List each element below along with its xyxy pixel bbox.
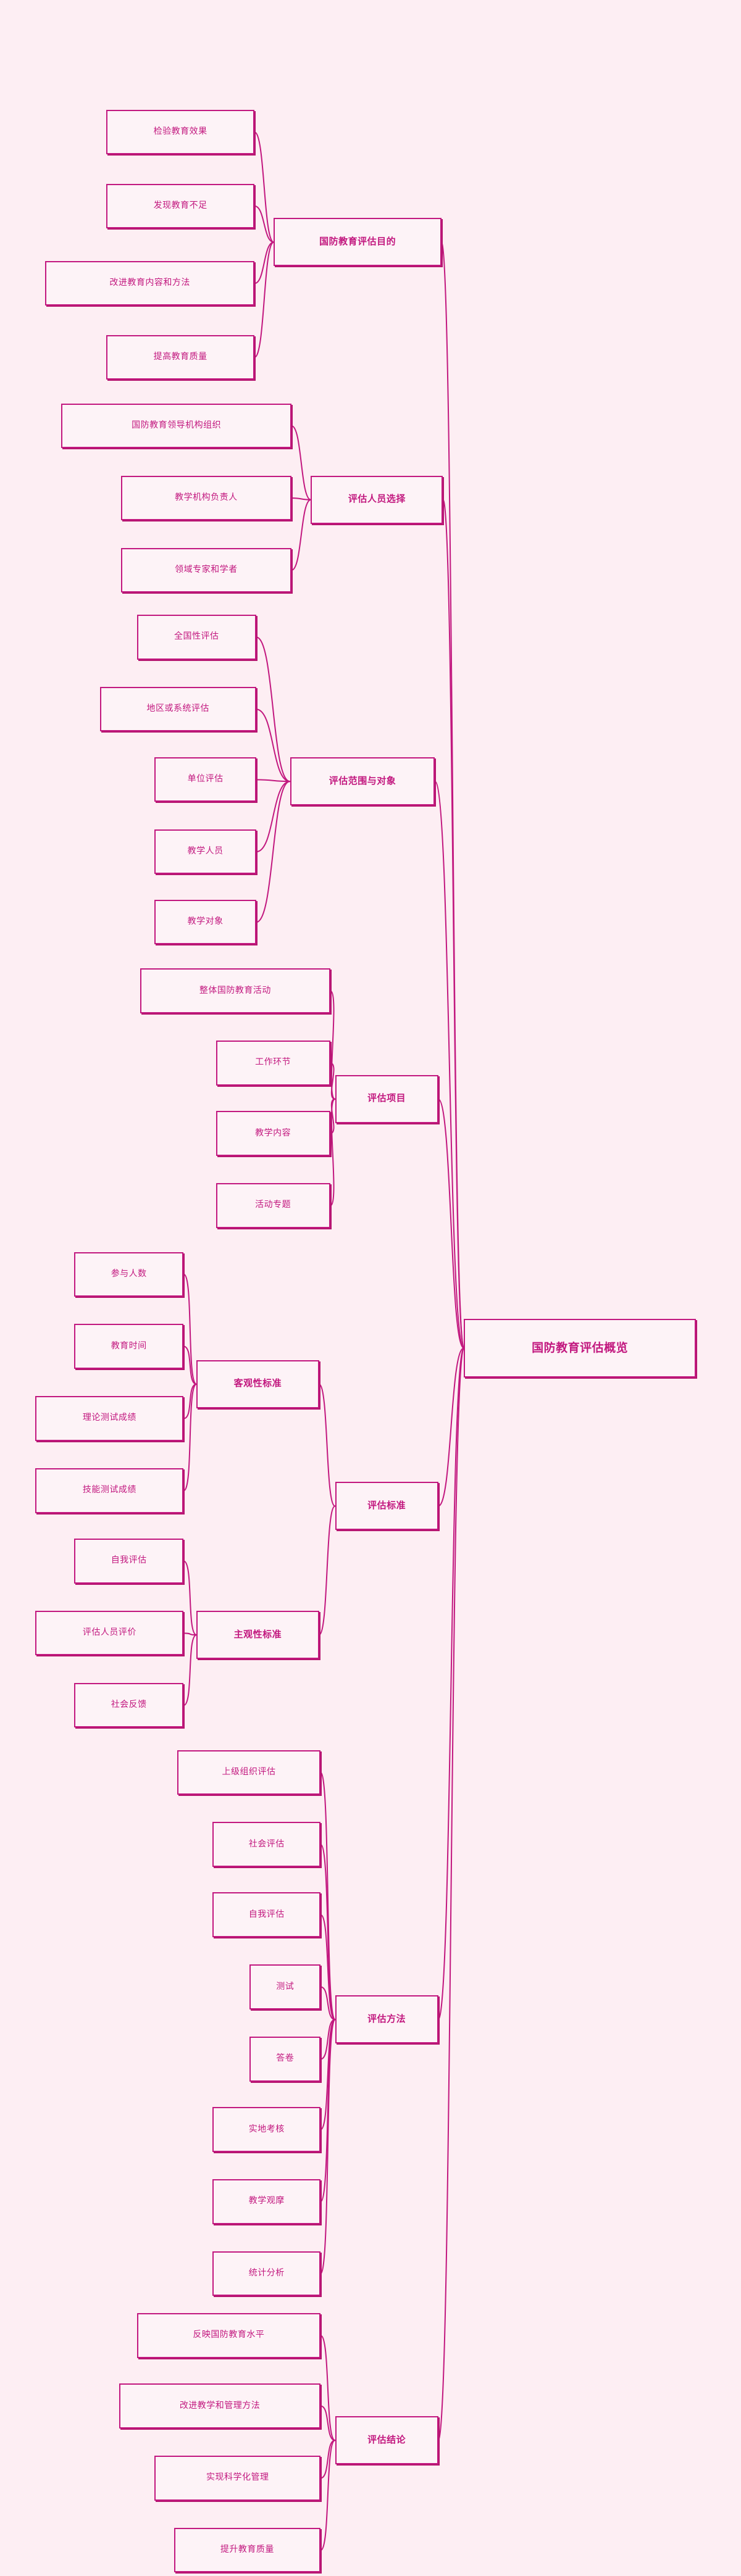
branch-node-6[interactable]: 评估方法 <box>335 1995 438 2044</box>
leaf-node[interactable]: 工作环节 <box>216 1041 330 1086</box>
leaf-node[interactable]: 答卷 <box>249 2037 321 2082</box>
leaf-node[interactable]: 地区或系统评估 <box>99 687 256 732</box>
leaf-node[interactable]: 自我评估 <box>74 1539 184 1584</box>
leaf-node[interactable]: 全国性评估 <box>136 615 256 660</box>
leaf-node[interactable]: 反映国防教育水平 <box>136 2313 321 2358</box>
leaf-node[interactable]: 改进教育内容和方法 <box>45 260 255 306</box>
leaf-node[interactable]: 社会评估 <box>212 1822 321 1867</box>
root-node[interactable]: 国防教育评估概览 <box>464 1319 696 1377</box>
branch-node-2[interactable]: 评估人员选择 <box>311 475 443 524</box>
leaf-node[interactable]: 自我评估 <box>212 1892 321 1937</box>
leaf-node[interactable]: 实地考核 <box>212 2107 321 2152</box>
leaf-node[interactable]: 评估人员评价 <box>35 1611 184 1656</box>
branch-node-5[interactable]: 评估标准 <box>335 1482 438 1531</box>
leaf-node[interactable]: 统计分析 <box>212 2251 321 2296</box>
leaf-node[interactable]: 国防教育领导机构组织 <box>61 403 292 449</box>
leaf-node[interactable]: 实现科学化管理 <box>154 2456 321 2501</box>
leaf-node[interactable]: 提高教育质量 <box>106 334 255 380</box>
leaf-node[interactable]: 整体国防教育活动 <box>140 968 330 1013</box>
leaf-node[interactable]: 上级组织评估 <box>177 1750 321 1795</box>
branch-node-1[interactable]: 国防教育评估目的 <box>274 218 442 267</box>
leaf-node[interactable]: 教育时间 <box>74 1324 184 1369</box>
leaf-node[interactable]: 参与人数 <box>74 1252 184 1297</box>
leaf-node[interactable]: 教学人员 <box>154 829 256 875</box>
leaf-node[interactable]: 提升教育质量 <box>174 2528 321 2573</box>
sub-branch-node[interactable]: 主观性标准 <box>196 1611 319 1660</box>
leaf-node[interactable]: 检验教育效果 <box>106 110 255 155</box>
leaf-node[interactable]: 测试 <box>249 1964 321 2009</box>
leaf-node[interactable]: 发现教育不足 <box>106 183 255 229</box>
leaf-node[interactable]: 教学观摩 <box>212 2179 321 2224</box>
leaf-node[interactable]: 活动专题 <box>216 1183 330 1228</box>
branch-node-3[interactable]: 评估范围与对象 <box>290 757 435 806</box>
leaf-node[interactable]: 社会反馈 <box>74 1683 184 1728</box>
leaf-node[interactable]: 改进教学和管理方法 <box>119 2383 321 2429</box>
sub-branch-node[interactable]: 客观性标准 <box>196 1360 319 1408</box>
leaf-node[interactable]: 教学内容 <box>216 1111 330 1156</box>
leaf-node[interactable]: 领域专家和学者 <box>120 547 292 592</box>
leaf-node[interactable]: 技能测试成绩 <box>35 1468 184 1513</box>
branch-node-7[interactable]: 评估结论 <box>335 2416 438 2465</box>
leaf-node[interactable]: 教学机构负责人 <box>120 475 292 521</box>
branch-node-4[interactable]: 评估项目 <box>335 1074 438 1123</box>
leaf-node[interactable]: 教学对象 <box>154 900 256 945</box>
leaf-node[interactable]: 理论测试成绩 <box>35 1396 184 1441</box>
leaf-node[interactable]: 单位评估 <box>154 757 256 802</box>
